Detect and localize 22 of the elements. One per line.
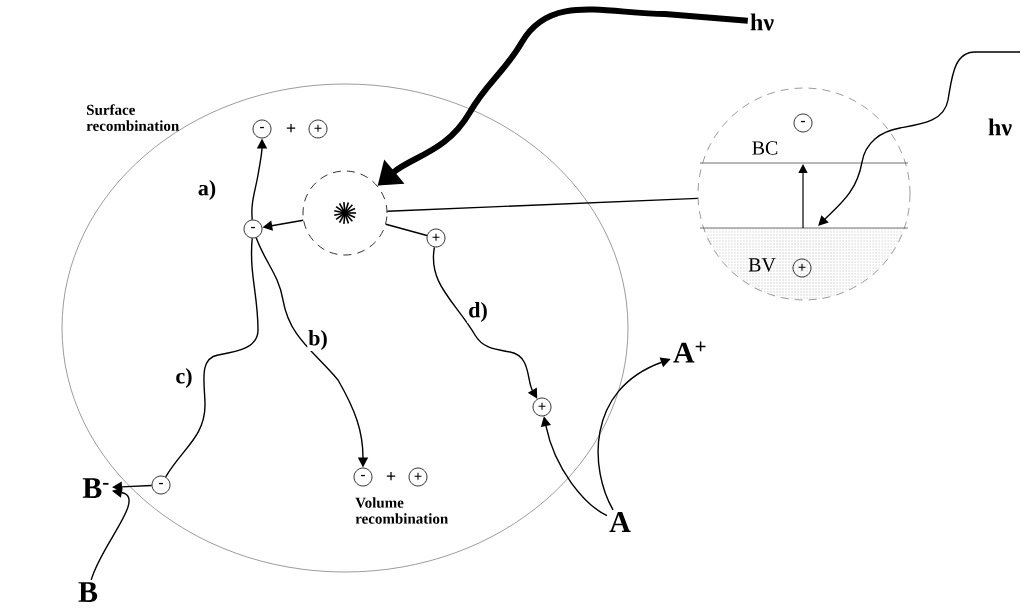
excitation-site	[302, 170, 388, 256]
species-label: A	[609, 512, 631, 532]
photon-label: hν	[750, 13, 774, 31]
photon-label: hν	[988, 118, 1012, 136]
edge-label: c)	[174, 367, 194, 389]
connector-line	[385, 223, 428, 237]
process-label: Surface recombination	[86, 104, 180, 131]
process-label: Volume recombination	[355, 497, 449, 524]
edge-label: b)	[307, 329, 329, 351]
plus-sign: +	[286, 123, 296, 133]
photon-arrow	[818, 51, 1021, 226]
connector-line	[165, 237, 259, 478]
edge-label: a)	[196, 179, 218, 201]
band-label: BC	[752, 141, 778, 155]
edge-label: d)	[467, 301, 489, 323]
species-label: A$^{+}$	[673, 341, 706, 363]
transfer-arrow	[432, 246, 538, 399]
species-label: B	[78, 582, 98, 602]
transfer-arrow	[90, 487, 130, 581]
species-label: B$^{-}$	[82, 478, 109, 498]
plus-sign: +	[386, 471, 396, 481]
connector-line	[386, 197, 699, 212]
